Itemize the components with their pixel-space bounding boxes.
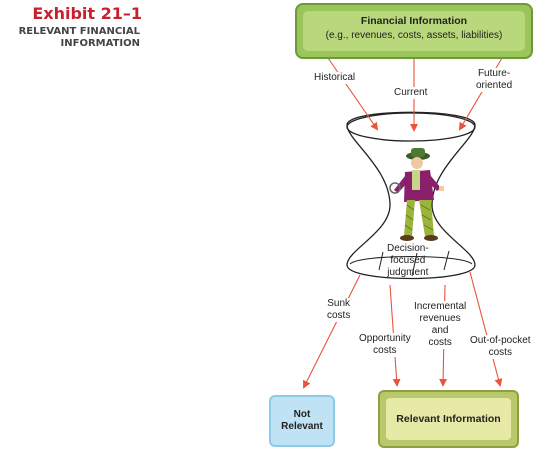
label-oop-line1: Out-of-pocket — [470, 335, 531, 346]
not-relevant-line1: Not — [293, 409, 311, 420]
funnel-top-rim — [346, 112, 476, 142]
not-relevant-box: Not Relevant — [269, 395, 335, 447]
label-sunk-line1: Sunk — [327, 298, 351, 309]
label-sunk-costs: Sunk costs — [327, 298, 351, 322]
arrow-historical — [327, 57, 379, 131]
financial-information-title: Financial Information — [360, 15, 468, 27]
exhibit-number: Exhibit 21–1 — [32, 4, 142, 23]
detective-figure — [389, 148, 444, 241]
decision-slash-left — [378, 251, 384, 271]
label-future-oriented: Future- oriented — [476, 68, 513, 92]
label-incremental-line2: revenues — [419, 313, 461, 324]
not-relevant-line2: Relevant — [281, 421, 323, 432]
financial-information-box: Financial Information (e.g., revenues, c… — [295, 3, 533, 59]
label-opportunity-line2: costs — [373, 345, 397, 356]
relevant-information-label: Relevant Information — [386, 398, 511, 440]
label-future-line2: oriented — [476, 80, 513, 91]
decision-slash-right — [443, 250, 450, 271]
decision-slash-mid — [411, 252, 418, 277]
label-incremental-line3: and — [431, 325, 449, 336]
relevant-information-box: Relevant Information — [378, 390, 519, 448]
label-decision-line1: Decision- — [387, 243, 429, 254]
funnel-bottom-rim — [349, 255, 473, 265]
label-incremental-line1: Incremental — [414, 301, 467, 312]
label-oop-line2: costs — [488, 347, 512, 358]
label-historical: Historical — [314, 72, 356, 84]
label-opportunity-costs: Opportunity costs — [359, 333, 411, 357]
label-out-of-pocket-costs: Out-of-pocket costs — [470, 335, 531, 359]
label-decision-line3: judgment — [387, 267, 429, 278]
label-future-line1: Future- — [477, 68, 511, 79]
label-decision-line2: focused — [390, 255, 426, 266]
label-opportunity-line1: Opportunity — [359, 333, 411, 344]
arrow-sunk-costs — [303, 274, 361, 389]
label-incremental-line4: costs — [428, 337, 452, 348]
exhibit-title: RELEVANT FINANCIAL INFORMATION — [19, 26, 140, 50]
label-incremental-revenues-costs: Incremental revenues and costs — [414, 301, 467, 349]
label-sunk-line2: costs — [327, 310, 351, 321]
exhibit-title-line2: INFORMATION — [60, 38, 140, 49]
exhibit-title-line1: RELEVANT FINANCIAL — [18, 26, 140, 37]
financial-information-subtitle: (e.g., revenues, costs, assets, liabilit… — [325, 30, 503, 41]
label-decision-focused-judgment: Decision- focused judgment — [387, 243, 429, 279]
label-current: Current — [394, 87, 428, 99]
arrow-out-of-pocket — [469, 271, 503, 387]
